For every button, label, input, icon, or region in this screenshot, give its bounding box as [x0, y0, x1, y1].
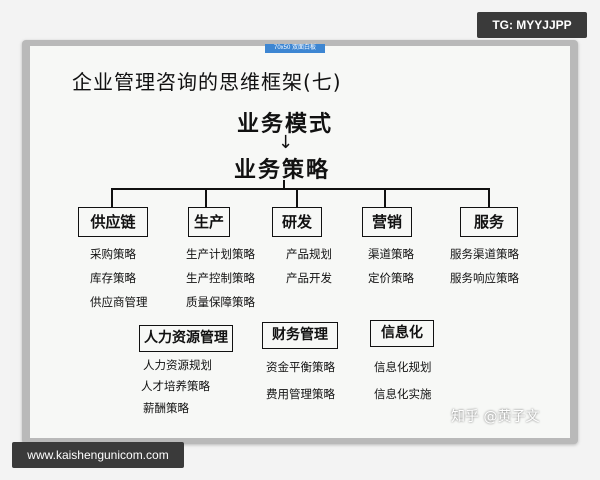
hr-item: 人力资源规划: [143, 358, 212, 372]
supply-item: 库存策略: [90, 271, 136, 285]
connector-stem: [283, 180, 285, 188]
box-finance: 财务管理: [262, 322, 338, 349]
production-item: 质量保障策略: [186, 295, 255, 309]
hr-item: 人才培养策略: [141, 379, 210, 393]
box-hr: 人力资源管理: [139, 325, 233, 352]
rnd-item: 产品规划: [286, 247, 332, 261]
connector-drop-4: [384, 188, 386, 208]
box-production: 生产: [188, 207, 230, 237]
rnd-item: 产品开发: [286, 271, 332, 285]
service-item: 服务响应策略: [450, 271, 519, 285]
box-supply-chain: 供应链: [78, 207, 148, 237]
marketing-item: 定价策略: [368, 271, 414, 285]
board-sticker: 70x50 双面白板: [265, 44, 325, 53]
service-item: 服务渠道策略: [450, 247, 519, 261]
box-it: 信息化: [370, 320, 434, 347]
tg-badge: TG: MYYJJPP: [477, 12, 587, 38]
business-model-heading: 业务模式: [237, 112, 334, 137]
down-arrow-icon: ↓: [278, 132, 294, 153]
supply-item: 供应商管理: [90, 295, 148, 309]
zhihu-watermark: 知乎 @黄子文: [451, 409, 540, 425]
connector-bar: [111, 188, 489, 190]
box-service: 服务: [460, 207, 518, 237]
it-item: 信息化规划: [374, 360, 432, 374]
board-title: 企业管理咨询的思维框架(七): [72, 70, 342, 94]
production-item: 生产控制策略: [186, 271, 255, 285]
production-item: 生产计划策略: [186, 247, 255, 261]
marketing-item: 渠道策略: [368, 247, 414, 261]
finance-item: 资金平衡策略: [266, 360, 335, 374]
box-rnd: 研发: [272, 207, 322, 237]
business-strategy-heading: 业务策略: [234, 158, 331, 183]
box-marketing: 营销: [362, 207, 412, 237]
connector-drop-3: [296, 188, 298, 208]
finance-item: 费用管理策略: [266, 387, 335, 401]
supply-item: 采购策略: [90, 247, 136, 261]
connector-drop-1: [111, 188, 113, 208]
whiteboard: [30, 46, 570, 438]
hr-item: 薪酬策略: [143, 401, 189, 415]
connector-drop-2: [205, 188, 207, 208]
website-badge: www.kaishengunicom.com: [12, 442, 184, 468]
connector-drop-5: [488, 188, 490, 208]
it-item: 信息化实施: [374, 387, 432, 401]
